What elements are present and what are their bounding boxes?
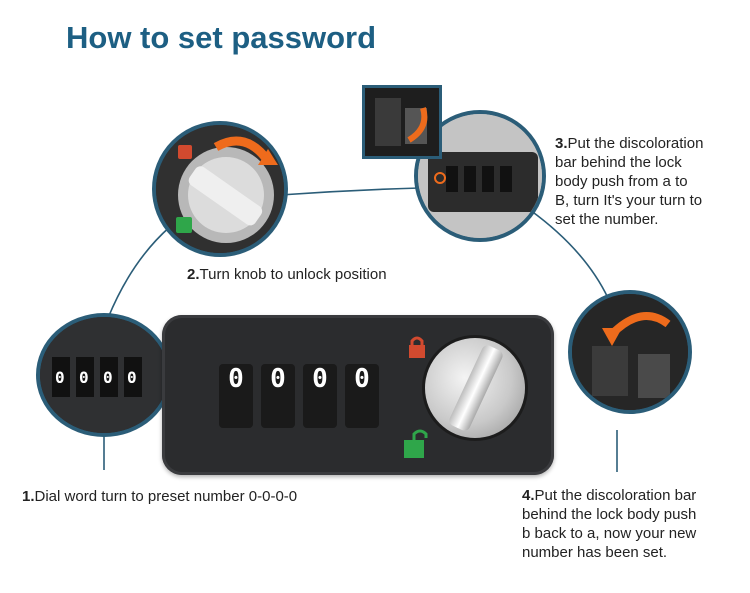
dial-wheel-digit: 0 — [312, 364, 328, 394]
svg-text:0: 0 — [127, 368, 137, 387]
page-title: How to set password — [66, 20, 377, 55]
dial-wheel-digit: 0 — [270, 364, 286, 394]
back-closeup-image — [572, 294, 688, 410]
padlock-closed-icon — [409, 336, 425, 358]
knob-grip — [447, 343, 505, 433]
padlock-open-icon — [404, 429, 428, 458]
svg-text:0: 0 — [79, 368, 89, 387]
knob-closeup-image — [156, 125, 284, 253]
step4-back-closeup — [568, 290, 692, 414]
step-4-caption: 4.Put the discoloration bar behind the l… — [522, 487, 697, 561]
step-3-caption: 3.Put the discoloration bar behind the l… — [555, 135, 704, 228]
wheels-closeup-image: 0 0 0 0 — [40, 317, 168, 433]
step2-knob-closeup — [152, 121, 288, 257]
padlock-closed-icon — [178, 145, 192, 159]
step3-inset-image — [362, 85, 442, 159]
dial-wheel-4[interactable]: 0 — [345, 364, 379, 428]
svg-text:0: 0 — [103, 368, 113, 387]
dial-wheel-1[interactable]: 0 — [219, 364, 253, 428]
step3-dial-closeup — [414, 110, 546, 242]
dial-wheel-digit: 0 — [228, 364, 244, 394]
step-1-caption: 1.Dial word turn to preset number 0-0-0-… — [22, 488, 298, 505]
svg-text:0: 0 — [55, 368, 65, 387]
unlock-knob[interactable] — [425, 338, 525, 438]
step-2-caption: 2.Turn knob to unlock position — [187, 266, 387, 283]
dial-wheel-2[interactable]: 0 — [261, 364, 295, 428]
dial-wheel-digit: 0 — [354, 364, 370, 394]
step1-wheels-closeup: 0 0 0 0 — [36, 313, 172, 437]
dial-wheel-3[interactable]: 0 — [303, 364, 337, 428]
padlock-open-icon — [176, 217, 192, 233]
